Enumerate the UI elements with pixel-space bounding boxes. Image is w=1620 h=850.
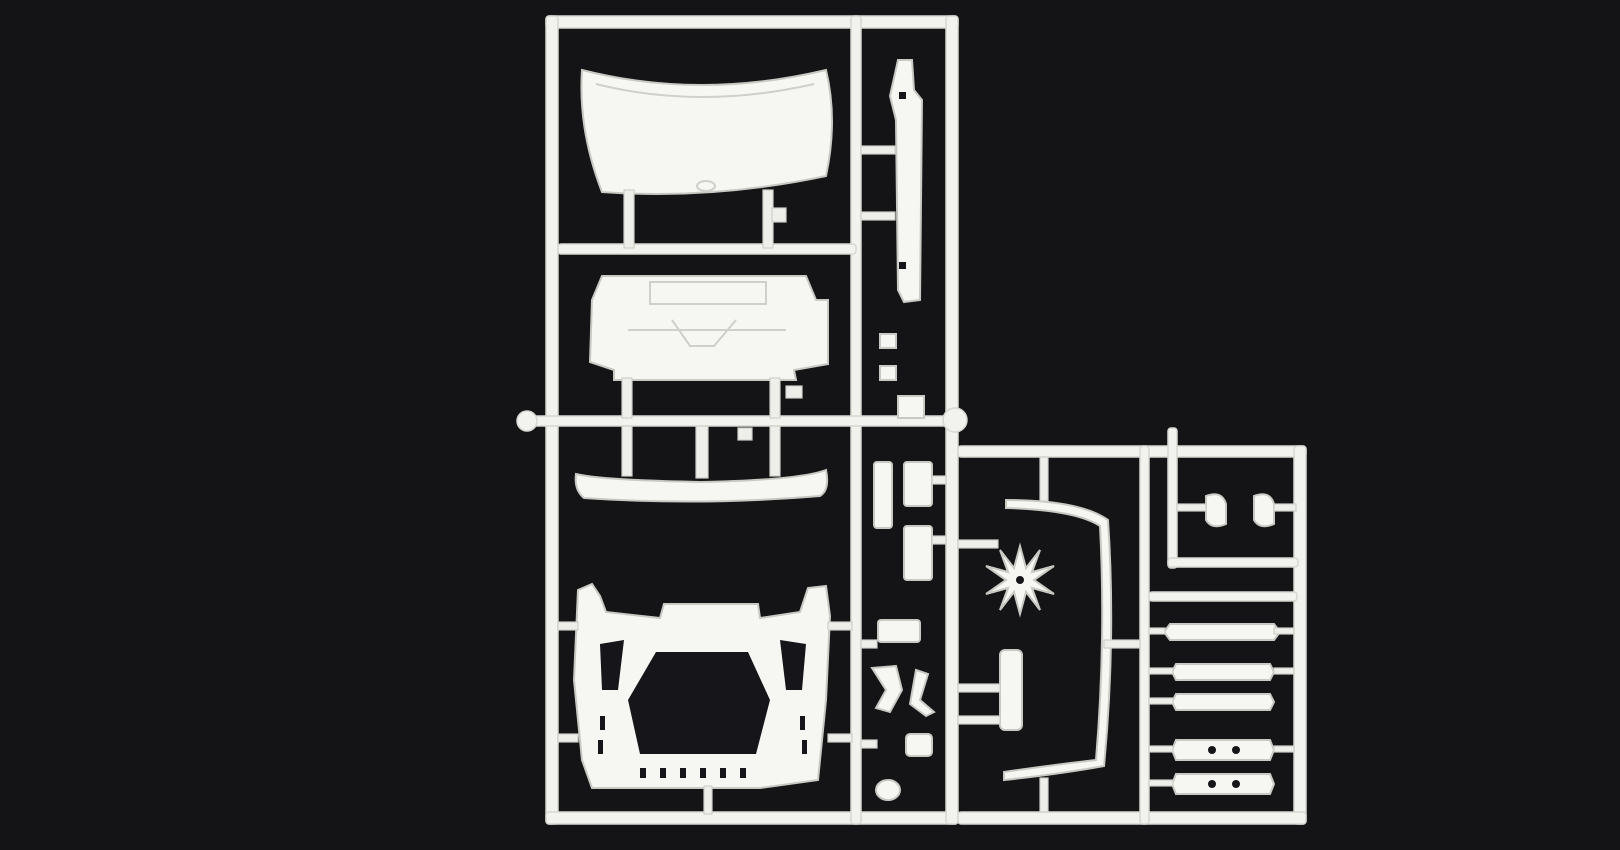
sprue-frame [516,15,1307,825]
runner-right-outer [1293,445,1307,825]
runner-right-inner-vertical [1139,445,1150,825]
runner-top [545,15,959,29]
firewall-part [588,275,829,419]
runner-right-lower-top [1148,591,1298,602]
mirror-caps-part [1176,493,1297,528]
runner-divider-upper [557,243,857,255]
front-spoiler-part [574,425,829,503]
radiator-fan-part [957,539,1055,618]
radiator-panel-part [957,649,1023,731]
runner-right-bottom [957,811,1307,825]
center-column-parts [860,59,947,801]
hood-panel-part [580,68,833,249]
runner-right-small-box-bottom [1167,557,1299,568]
curved-rail-part [1003,456,1141,813]
runner-end-knob-right [942,407,968,433]
runner-center-horizontal [519,415,959,427]
chassis-frame-part [557,582,853,815]
chassis-slots [598,716,807,778]
runner-end-knob-left [516,410,538,432]
runner-right-top [957,445,1307,458]
runner-bottom-left [545,811,959,825]
lower-right-small-parts [1148,623,1295,795]
runner-right-small-box-left [1167,427,1178,569]
